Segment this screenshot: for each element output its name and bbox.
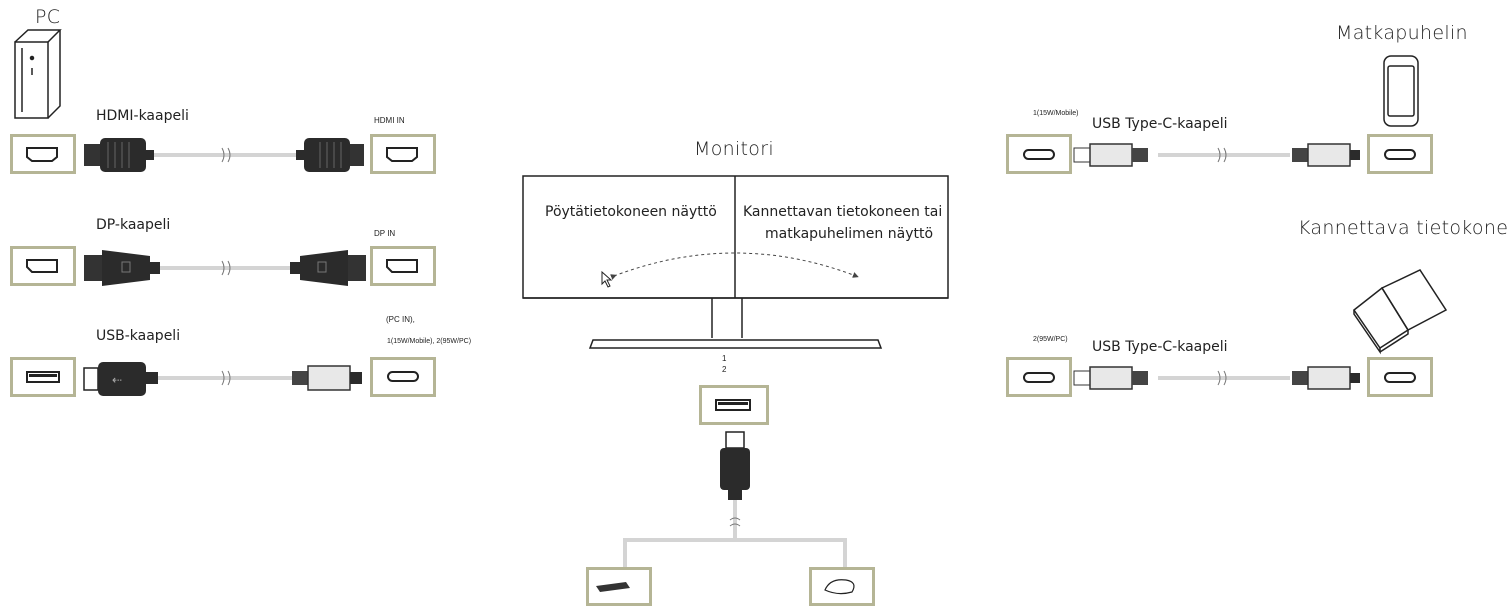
mobile-phone-icon — [1383, 55, 1419, 127]
pc-hdmi-port — [10, 134, 76, 174]
dp-cable-label: DP-kaapeli — [96, 217, 171, 233]
monitor-usbc-2-port — [1006, 357, 1072, 397]
mobile-title: Matkapuhelin — [1336, 22, 1468, 44]
pc-tower-icon — [14, 29, 62, 119]
mouse-cursor-icon — [601, 270, 613, 288]
keyboard-icon — [596, 582, 630, 592]
usb-cable-label: USB-kaapeli — [96, 328, 181, 344]
laptop-usbc-port — [1367, 357, 1433, 397]
left-screen-label: Pöytätietokoneen näyttö — [545, 204, 717, 220]
dp-connector-left — [84, 250, 160, 286]
laptop-title: Kannettava tietokone — [1298, 217, 1509, 239]
usb-hub-label-1: 1 — [722, 354, 727, 363]
mouse-port — [809, 567, 875, 606]
monitor-title: Monitori — [694, 138, 774, 160]
usb-hub-label-2: 2 — [722, 365, 727, 374]
monitor-usbc-pc-port — [370, 357, 436, 397]
monitor-usbc-1-port — [1006, 134, 1072, 174]
hdmi-cable-label: HDMI-kaapeli — [96, 108, 189, 124]
cable-break-marks — [221, 147, 1227, 386]
mobile-cable-label: USB Type-C-kaapeli — [1092, 116, 1228, 132]
monitor-icon — [522, 175, 949, 349]
mobile-usbc-port — [1367, 134, 1433, 174]
mobile-port-label: 1(15W/Mobile) — [1033, 110, 1079, 117]
mouse-icon — [824, 579, 855, 595]
usb-a-connector-left: ⇠ — [83, 362, 158, 396]
usb-hub-cable — [623, 431, 847, 567]
hdmi-connector-right — [296, 138, 364, 172]
drag-arrow — [610, 252, 859, 280]
right-screen-label-line2: matkapuhelimen näyttö — [765, 226, 934, 242]
laptop-icon — [1352, 269, 1448, 355]
usb-port-label-modes: 1(15W/Mobile), 2(95W/PC) — [387, 338, 472, 345]
svg-text:⇠: ⇠ — [112, 373, 122, 387]
monitor-dp-in-port — [370, 246, 436, 286]
dp-in-label: DP IN — [374, 229, 396, 238]
pc-usb-port — [10, 357, 76, 397]
pc-title: PC — [35, 6, 61, 28]
hdmi-in-label: HDMI IN — [374, 116, 405, 125]
usbc-connector-pc — [292, 365, 362, 391]
laptop-cable-label: USB Type-C-kaapeli — [1092, 339, 1228, 355]
usb-port-label-pc-in: (PC IN), — [386, 315, 415, 324]
usbc-cable-laptop — [1073, 366, 1360, 390]
pc-dp-port — [10, 246, 76, 286]
monitor-usb-hub-port — [699, 385, 769, 425]
laptop-port-label: 2(95W/PC) — [1033, 336, 1068, 343]
right-screen-label-line1: Kannettavan tietokoneen tai — [743, 204, 943, 220]
usbc-cable-mobile — [1073, 143, 1360, 167]
dp-connector-right — [290, 250, 366, 286]
hdmi-connector-left — [84, 138, 154, 172]
monitor-hdmi-in-port — [370, 134, 436, 174]
